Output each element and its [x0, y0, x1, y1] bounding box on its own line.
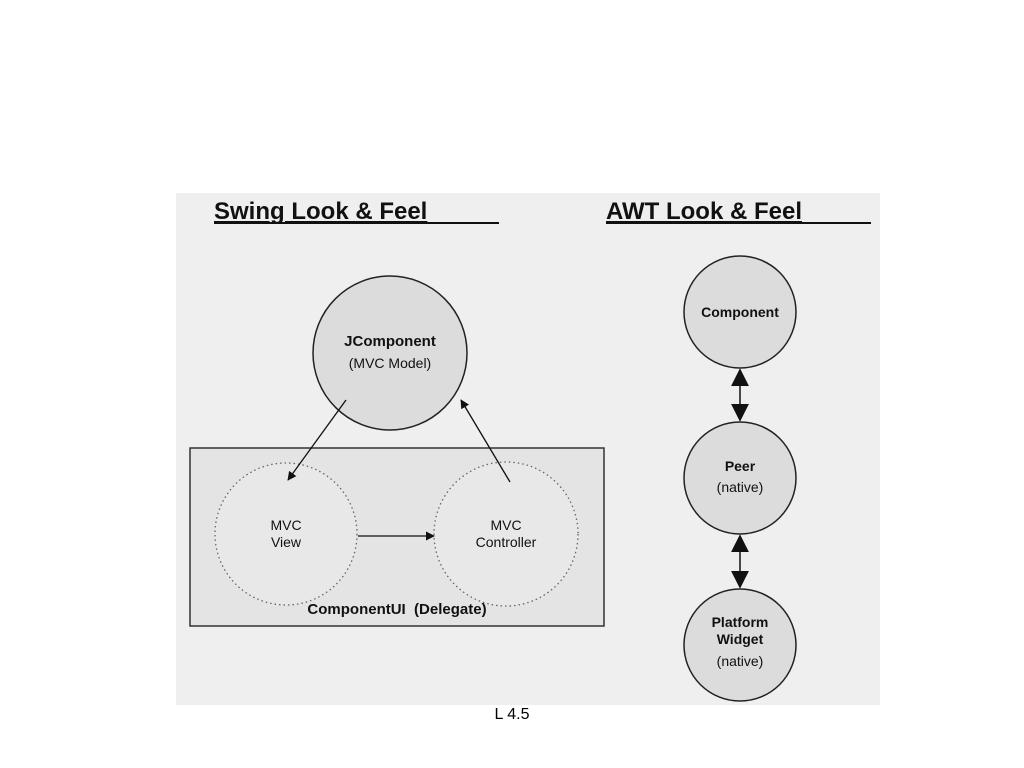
model-to-view-arrow: [287, 399, 347, 481]
component-node: [683, 255, 797, 369]
peer-label: Peer: [725, 458, 756, 474]
jcomponent-node: [312, 275, 468, 431]
mvc-controller-label-1: MVC: [490, 517, 521, 533]
mvc-view-label-1: MVC: [270, 517, 301, 533]
peer-node: [683, 421, 797, 535]
swing-title: Swing Look & Feel: [214, 198, 427, 225]
component-label: Component: [701, 304, 779, 320]
platform-widget-label-1: Platform: [712, 614, 769, 630]
diagram-panel: Swing Look & Feel AWT Look & Feel JCompo…: [176, 193, 880, 705]
controller-to-model-arrow: [460, 399, 511, 483]
platform-widget-label-2: Widget: [717, 631, 764, 647]
jcomponent-label: JComponent: [344, 333, 436, 350]
jcomponent-sublabel: (MVC Model): [349, 355, 431, 371]
awt-title: AWT Look & Feel: [606, 198, 802, 225]
componentui-delegate-label: ComponentUI (Delegate): [307, 601, 486, 618]
platform-widget-node: [683, 588, 797, 702]
mvc-controller-label-2: Controller: [476, 534, 537, 550]
platform-widget-sublabel: (native): [717, 653, 764, 669]
mvc-view-node: [214, 462, 358, 606]
slide-number: L 4.5: [494, 706, 530, 723]
mvc-view-label-2: View: [271, 534, 302, 550]
diagram-canvas: Swing Look & Feel AWT Look & Feel JCompo…: [189, 198, 871, 702]
peer-sublabel: (native): [717, 479, 764, 495]
